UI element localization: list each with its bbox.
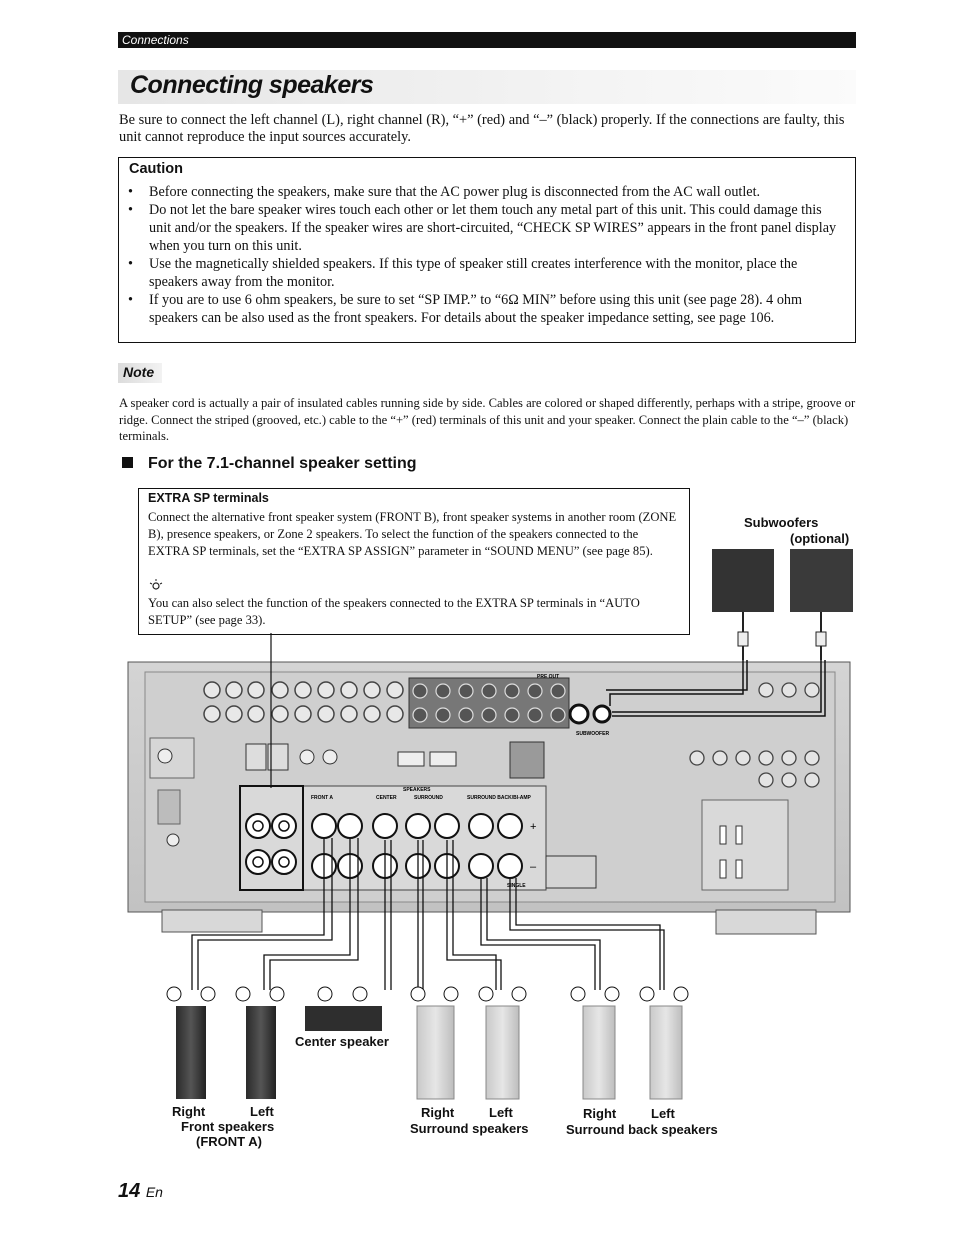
tip-lightbulb-icon (149, 579, 163, 590)
receiver-rear-panel: PRE OUT SUBWOOFER SPEAKERS FRONT A (127, 661, 851, 935)
section-heading-text: For the 7.1-channel speaker setting (148, 455, 417, 472)
surround-back-label: SURROUND BACK/BI-AMP (467, 795, 532, 801)
terminal-minus-label: – (530, 861, 537, 873)
note-label: Note (123, 364, 155, 380)
caution-item: Before connecting the speakers, make sur… (128, 183, 844, 201)
caution-box: Caution Before connecting the speakers, … (118, 157, 856, 343)
caution-item: Do not let the bare speaker wires touch … (128, 201, 844, 255)
extra-sp-heading: EXTRA SP terminals (148, 491, 269, 505)
surround-right-speaker (410, 986, 459, 1100)
extra-sp-box: EXTRA SP terminals Connect the alternati… (138, 488, 690, 635)
front-right-speaker (166, 986, 216, 1099)
rca-plug-icon (737, 612, 749, 660)
subwoofer-jack-label: SUBWOOFER (576, 731, 609, 737)
center-speaker-label: Center speaker (295, 1034, 389, 1049)
section-tab-bar: Connections (118, 32, 856, 48)
extra-sp-tip-text: You can also select the function of the … (148, 596, 640, 627)
pre-out-label: PRE OUT (537, 674, 559, 680)
page-number: 14 En (118, 1180, 163, 1203)
surround-label: SURROUND (414, 795, 443, 801)
rca-plug-icon (815, 612, 827, 660)
surround-back-right-label: Right (583, 1106, 617, 1121)
surround-back-left-label: Left (651, 1106, 675, 1121)
surround-back-group-label: Surround back speakers (566, 1122, 718, 1137)
front-group-label: Front speakers (181, 1119, 275, 1134)
caution-item: Use the magnetically shielded speakers. … (128, 255, 844, 291)
surround-back-left-speaker (639, 986, 689, 1100)
front-group-sublabel: (FRONT A) (196, 1134, 262, 1149)
caution-heading: Caution (129, 161, 183, 177)
page-language: En (145, 1184, 163, 1200)
surround-left-label: Left (489, 1105, 513, 1120)
surround-group-label: Surround speakers (410, 1121, 529, 1136)
surround-right-label: Right (421, 1105, 455, 1120)
caution-item: If you are to use 6 ohm speakers, be sur… (128, 291, 844, 327)
surround-left-speaker (478, 986, 527, 1100)
subwoofers-label: Subwoofers (744, 515, 819, 530)
front-left-speaker (235, 986, 285, 1099)
page-title: Connecting speakers (130, 71, 374, 99)
front-right-label: Right (172, 1104, 206, 1119)
subwoofer-box (712, 549, 774, 612)
terminal-plus-label: + (530, 821, 536, 833)
surround-back-right-speaker (570, 986, 620, 1100)
speakers-block-label: SPEAKERS (403, 787, 431, 793)
note-label-band: Note (118, 363, 162, 383)
extra-sp-text: Connect the alternative front speaker sy… (148, 510, 677, 558)
front-a-label: FRONT A (311, 795, 333, 801)
section-heading: For the 7.1-channel speaker setting (122, 455, 417, 473)
section-tab-label: Connections (122, 33, 189, 47)
caution-list: Before connecting the speakers, make sur… (128, 183, 844, 327)
note-text: A speaker cord is actually a pair of ins… (119, 396, 856, 443)
subwoofers-optional-label: (optional) (790, 531, 850, 546)
front-left-label: Left (250, 1104, 274, 1119)
center-label: CENTER (376, 795, 397, 801)
center-speaker-box (305, 986, 382, 1031)
page-title-band: Connecting speakers (118, 70, 856, 104)
subwoofer-box (790, 549, 853, 612)
page-number-value: 14 (118, 1180, 141, 1202)
intro-paragraph: Be sure to connect the left channel (L),… (119, 112, 845, 145)
square-bullet-icon (122, 457, 133, 468)
